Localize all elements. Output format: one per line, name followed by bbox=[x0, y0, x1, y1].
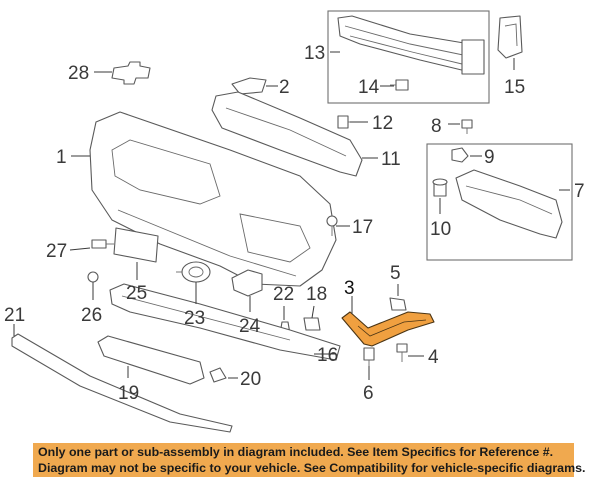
callout-16: 16 bbox=[317, 345, 338, 366]
callout-22: 22 bbox=[273, 284, 294, 305]
bracket-group-box bbox=[426, 143, 573, 261]
bolt-17 bbox=[326, 215, 338, 236]
clip-2 bbox=[231, 77, 267, 95]
disclaimer-line-2: Diagram may not be specific to your vehi… bbox=[38, 461, 586, 475]
callout-13: 13 bbox=[304, 43, 325, 64]
callout-28: 28 bbox=[68, 63, 89, 84]
callout-12: 12 bbox=[372, 113, 393, 134]
disclaimer-banner: Only one part or sub-assembly in diagram… bbox=[33, 443, 586, 477]
reinforcement-group-box bbox=[327, 10, 490, 104]
impact-bar-reinforcement bbox=[337, 15, 485, 75]
fog-lamp-bezel-23 bbox=[176, 261, 211, 283]
callout-numbers: 1 2 3 4 5 6 7 8 9 10 11 12 13 14 15 16 1… bbox=[4, 43, 585, 404]
callout-6: 6 bbox=[363, 383, 374, 404]
callout-5: 5 bbox=[390, 263, 401, 284]
callout-7: 7 bbox=[574, 181, 585, 202]
callout-19: 19 bbox=[118, 383, 139, 404]
callout-24: 24 bbox=[239, 316, 261, 337]
bracket-5 bbox=[389, 297, 407, 311]
callout-17: 17 bbox=[352, 217, 373, 238]
bumper-cover bbox=[89, 111, 337, 287]
clip-10 bbox=[432, 178, 448, 197]
callout-15: 15 bbox=[504, 77, 525, 98]
callout-3: 3 bbox=[344, 278, 355, 299]
lower-fascia bbox=[109, 283, 341, 361]
bracket-18 bbox=[303, 317, 321, 331]
callout-27: 27 bbox=[46, 241, 67, 262]
callout-26: 26 bbox=[81, 305, 102, 326]
callout-2: 2 bbox=[279, 77, 290, 98]
fog-lamp-24 bbox=[231, 269, 263, 297]
nut-9 bbox=[451, 147, 469, 163]
disclaimer-line-1: Only one part or sub-assembly in diagram… bbox=[38, 445, 554, 459]
callout-4: 4 bbox=[428, 347, 439, 368]
emblem-28 bbox=[111, 61, 151, 85]
bracket-15 bbox=[497, 15, 523, 59]
bolt-6 bbox=[363, 347, 375, 366]
bolt-27 bbox=[91, 239, 114, 249]
highlighted-bracket-3 bbox=[341, 311, 435, 347]
callout-20: 20 bbox=[240, 369, 261, 390]
callout-25: 25 bbox=[126, 283, 147, 304]
bolt-8 bbox=[461, 119, 473, 134]
leader-lines bbox=[13, 51, 570, 380]
grille-19 bbox=[97, 335, 205, 385]
callout-8: 8 bbox=[431, 116, 442, 137]
callout-9: 9 bbox=[484, 147, 495, 168]
callout-1: 1 bbox=[56, 147, 67, 168]
callout-18: 18 bbox=[306, 284, 327, 305]
air-deflector-21 bbox=[11, 333, 233, 433]
bolt-4 bbox=[396, 343, 408, 362]
bolt-14 bbox=[390, 79, 409, 91]
callout-23: 23 bbox=[184, 308, 205, 329]
callout-10: 10 bbox=[430, 219, 451, 240]
callout-21: 21 bbox=[4, 305, 25, 326]
bracket-assembly-7 bbox=[455, 169, 563, 239]
license-bracket bbox=[113, 227, 159, 263]
fastener-26 bbox=[87, 271, 99, 283]
energy-absorber bbox=[211, 91, 363, 177]
callout-11: 11 bbox=[381, 149, 401, 170]
clip-20 bbox=[209, 367, 227, 383]
callout-14: 14 bbox=[358, 77, 380, 98]
